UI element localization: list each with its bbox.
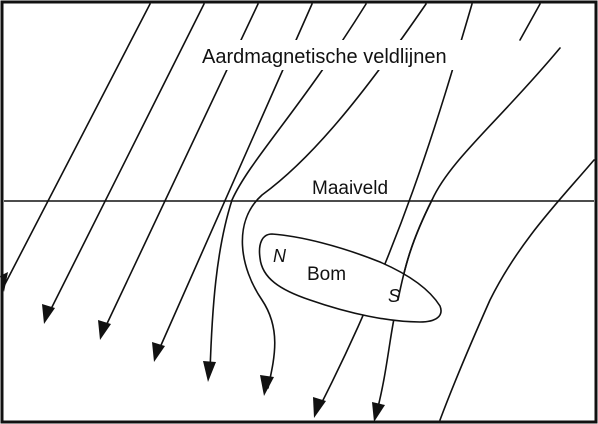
title-label: Aardmagnetische veldlijnen — [202, 46, 447, 68]
arrowhead-3 — [98, 320, 111, 340]
arrowhead-7 — [313, 397, 326, 418]
field-line-10 — [519, 3, 541, 41]
south-pole-label: S — [388, 286, 400, 306]
arrowhead-1 — [0, 272, 8, 292]
arrowhead-6 — [260, 375, 274, 396]
bomb-outline — [258, 233, 442, 323]
field-line-8 — [375, 47, 561, 416]
arrowhead-2 — [42, 304, 55, 324]
arrowhead-8 — [372, 402, 385, 422]
north-pole-label: N — [273, 246, 287, 266]
field-line-5 — [209, 3, 367, 373]
field-line-through-bomb — [397, 199, 433, 301]
field-line-9 — [439, 159, 595, 421]
arrowhead-5 — [203, 361, 216, 382]
arrowhead-4 — [152, 342, 165, 362]
ground-label: Maaiveld — [312, 178, 388, 199]
bomb-label: Bom — [307, 264, 346, 285]
field-arrows — [0, 272, 385, 422]
field-line-1 — [3, 3, 151, 287]
ground-label-background — [310, 176, 400, 198]
field-line-6 — [241, 3, 427, 389]
title-background — [198, 40, 482, 70]
field-line-2 — [47, 3, 205, 316]
